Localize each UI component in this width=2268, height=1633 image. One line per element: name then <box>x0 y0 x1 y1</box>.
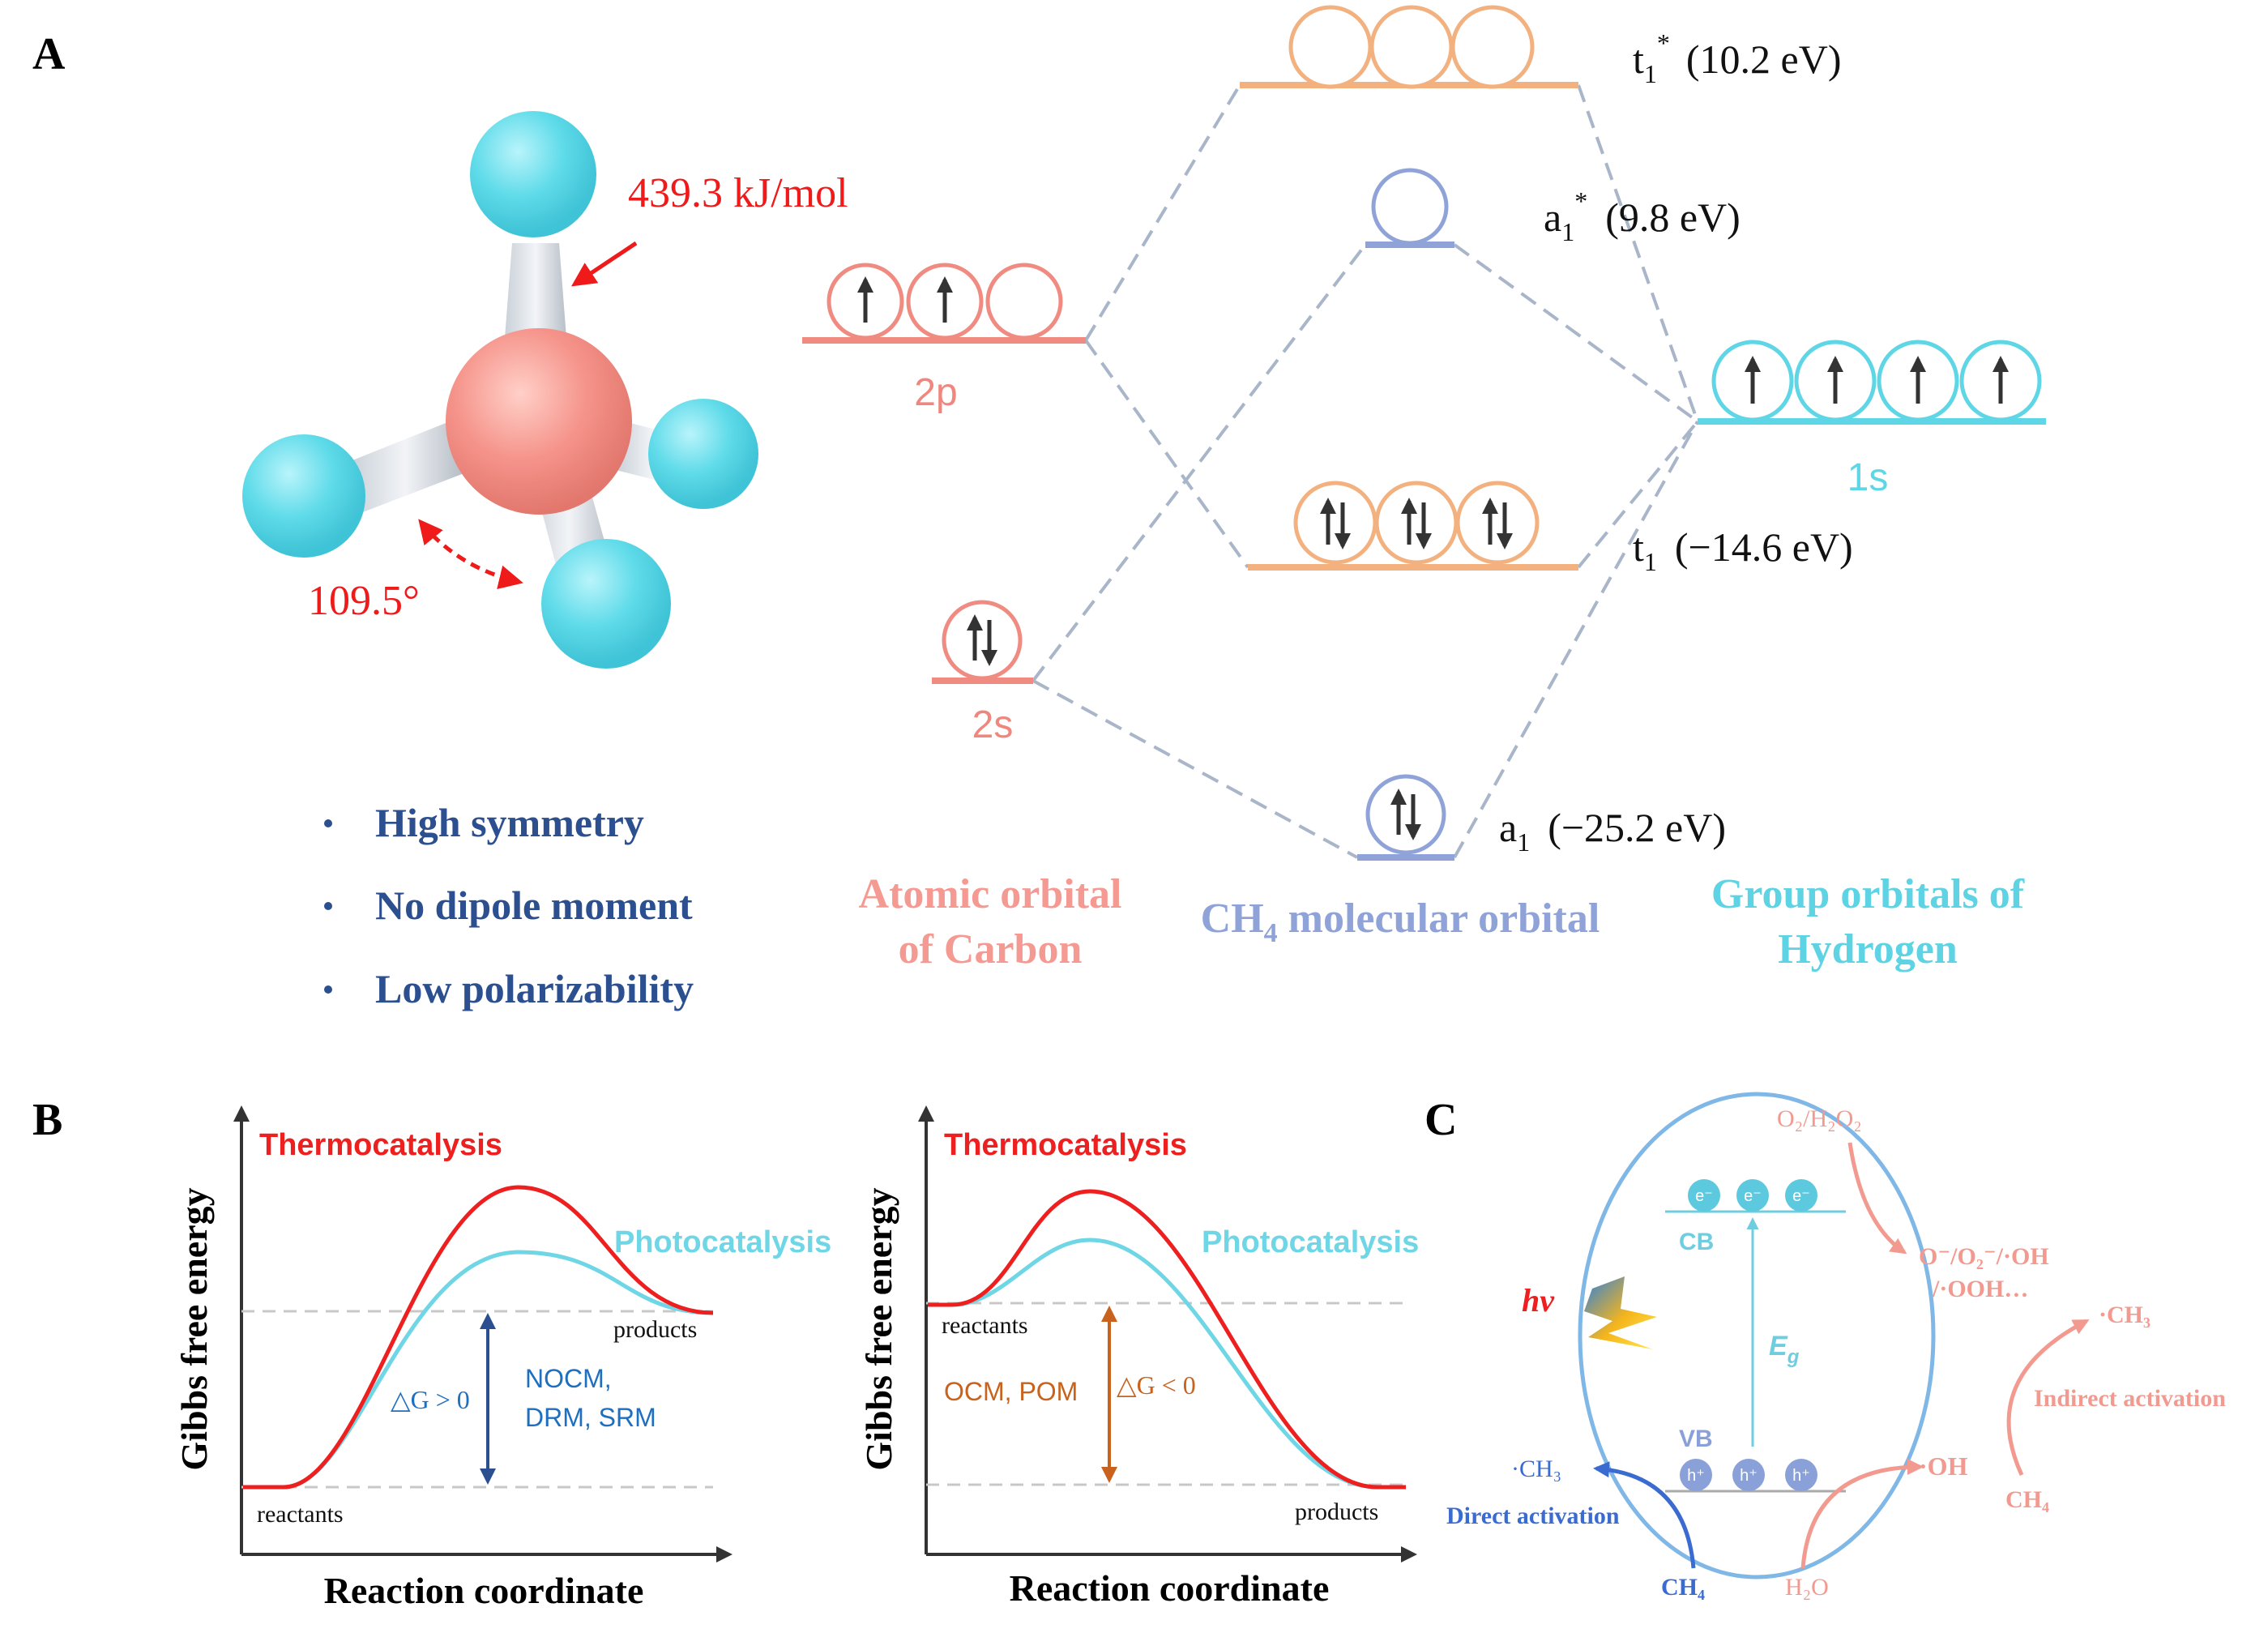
hv-label: hν <box>1522 1282 1555 1319</box>
oh-label: ·OH <box>1919 1451 1968 1481</box>
mo-correlation-lines <box>1031 83 1699 859</box>
electron-label-2: e⁻ <box>1744 1187 1762 1205</box>
o2-h2o2-label: O₂/H₂O₂ <box>1777 1105 1862 1132</box>
heading-mo: CH4 molecular orbital <box>1201 896 1600 948</box>
right-thermo-title: Thermocatalysis <box>944 1128 1187 1162</box>
electron-label-1: e⁻ <box>1695 1187 1713 1205</box>
ch3-right-label: ·CH₃ <box>2099 1302 2151 1328</box>
mo-a1-label: a1(−25.2 eV) <box>1499 805 1726 857</box>
left-reactants: reactants <box>257 1501 344 1528</box>
bullet <box>324 819 332 827</box>
left-ylabel: Gibbs free energy <box>173 1187 215 1470</box>
bond-angle-label: 109.5° <box>308 578 420 624</box>
panel-a-label: A <box>32 29 66 79</box>
bullet <box>324 985 332 994</box>
indirect-activation-label: Indirect activation <box>2034 1385 2226 1412</box>
heading-carbon-line2: of Carbon <box>899 926 1083 973</box>
bond-top <box>504 243 567 348</box>
hydrogen-atom-bottom <box>541 539 671 669</box>
direct-activation-label: Direct activation <box>1446 1503 1620 1529</box>
heading-hydrogen-line2: Hydrogen <box>1778 926 1958 973</box>
mo-t1-star-label: t1*(10.2 eV) <box>1633 28 1842 88</box>
right-reactions: OCM, POM <box>944 1377 1078 1406</box>
hydrogen-1s-level <box>1698 340 2046 425</box>
hydrogen-atom-top <box>470 111 596 237</box>
bandgap-label: Eg <box>1769 1331 1800 1368</box>
right-xlabel: Reaction coordinate <box>1010 1567 1330 1609</box>
property-list: High symmetry No dipole moment Low polar… <box>324 800 694 1011</box>
direct-activation-arrow <box>1593 1461 1696 1569</box>
ch4-bottom-label: CH₄ <box>1661 1574 1705 1601</box>
bullet <box>324 902 332 910</box>
h2o-label: H₂O <box>1785 1574 1829 1601</box>
hole-2 <box>1732 1459 1765 1491</box>
property-item: No dipole moment <box>375 883 693 928</box>
bond-energy-arrow <box>571 241 638 287</box>
electron-transfer-arrow <box>1847 1142 1907 1255</box>
property-item: High symmetry <box>375 800 644 845</box>
thermocatalysis-curve <box>243 1185 714 1490</box>
cb-label: CB <box>1679 1229 1714 1255</box>
left-products: products <box>613 1316 697 1343</box>
hydrogen-atom-left <box>242 434 365 558</box>
vb-label: VB <box>1679 1426 1713 1452</box>
right-photo-title: Photocatalysis <box>1202 1225 1419 1259</box>
left-photo-title: Photocatalysis <box>614 1225 831 1259</box>
indirect-activation-arrow <box>2006 1319 2090 1477</box>
hydrogen-1s-label: 1s <box>1847 456 1889 499</box>
energy-profile-right <box>918 1105 1417 1562</box>
hole-3 <box>1785 1459 1817 1491</box>
hole-label-2: h⁺ <box>1740 1467 1758 1485</box>
carbon-2p-level <box>802 263 1086 344</box>
right-ylabel: Gibbs free energy <box>858 1187 899 1470</box>
left-xlabel: Reaction coordinate <box>324 1570 644 1611</box>
electron-3 <box>1785 1179 1817 1212</box>
panel-c-label: C <box>1424 1095 1457 1145</box>
bond-energy-label: 439.3 kJ/mol <box>628 170 848 216</box>
carbon-2p-label: 2p <box>914 371 957 414</box>
carbon-atom <box>446 328 632 515</box>
heading-carbon-line1: Atomic orbital <box>859 871 1122 917</box>
electron-label-3: e⁻ <box>1792 1187 1810 1205</box>
left-thermo-title: Thermocatalysis <box>259 1128 502 1162</box>
left-reactions-2: DRM, SRM <box>525 1403 656 1432</box>
carbon-2s-label: 2s <box>972 703 1014 746</box>
radical-species-1: O⁻/O₂⁻/·OH <box>1919 1243 2049 1270</box>
photocatalyst-particle <box>1578 1092 1936 1580</box>
left-reactions-1: NOCM, <box>525 1364 612 1393</box>
thermocatalysis-curve <box>928 1189 1406 1490</box>
ch3-left-label: ·CH₃ <box>1511 1456 1561 1482</box>
oxidation-arrow <box>1800 1459 1924 1569</box>
energy-profile-left <box>233 1105 733 1562</box>
left-delta-g: △G > 0 <box>391 1385 470 1414</box>
property-item: Low polarizability <box>375 966 694 1011</box>
mo-t1-star-level <box>1240 5 1578 89</box>
panel-b-label: B <box>32 1095 62 1145</box>
electron-2 <box>1736 1179 1769 1212</box>
mo-t1-level <box>1248 481 1578 571</box>
mo-a1-star-level <box>1365 168 1454 248</box>
radical-species-2: /·OOH… <box>1932 1276 2028 1302</box>
hydrogen-atom-right <box>648 399 758 509</box>
right-products: products <box>1295 1498 1378 1525</box>
right-reactants: reactants <box>942 1312 1028 1339</box>
carbon-2s-level <box>932 600 1033 684</box>
heading-hydrogen-line1: Group orbitals of <box>1711 871 2025 917</box>
mo-t1-label: t1(−14.6 eV) <box>1633 524 1853 576</box>
right-delta-g: △G < 0 <box>1117 1370 1196 1400</box>
methane-molecule <box>242 111 758 669</box>
hole-1 <box>1680 1459 1712 1491</box>
bond-angle-arrow <box>418 519 523 589</box>
photocatalysis-curve <box>928 1238 1406 1490</box>
hole-label-3: h⁺ <box>1792 1467 1810 1485</box>
mo-a1-star-label: a1*(9.8 eV) <box>1544 186 1741 246</box>
lightning-bolt-icon <box>1584 1276 1657 1349</box>
bond-left <box>348 421 462 515</box>
mo-a1-level <box>1357 774 1454 861</box>
electron-1 <box>1688 1179 1720 1212</box>
ch4-right-label: CH₄ <box>2005 1486 2049 1513</box>
hole-label-1: h⁺ <box>1687 1467 1705 1485</box>
